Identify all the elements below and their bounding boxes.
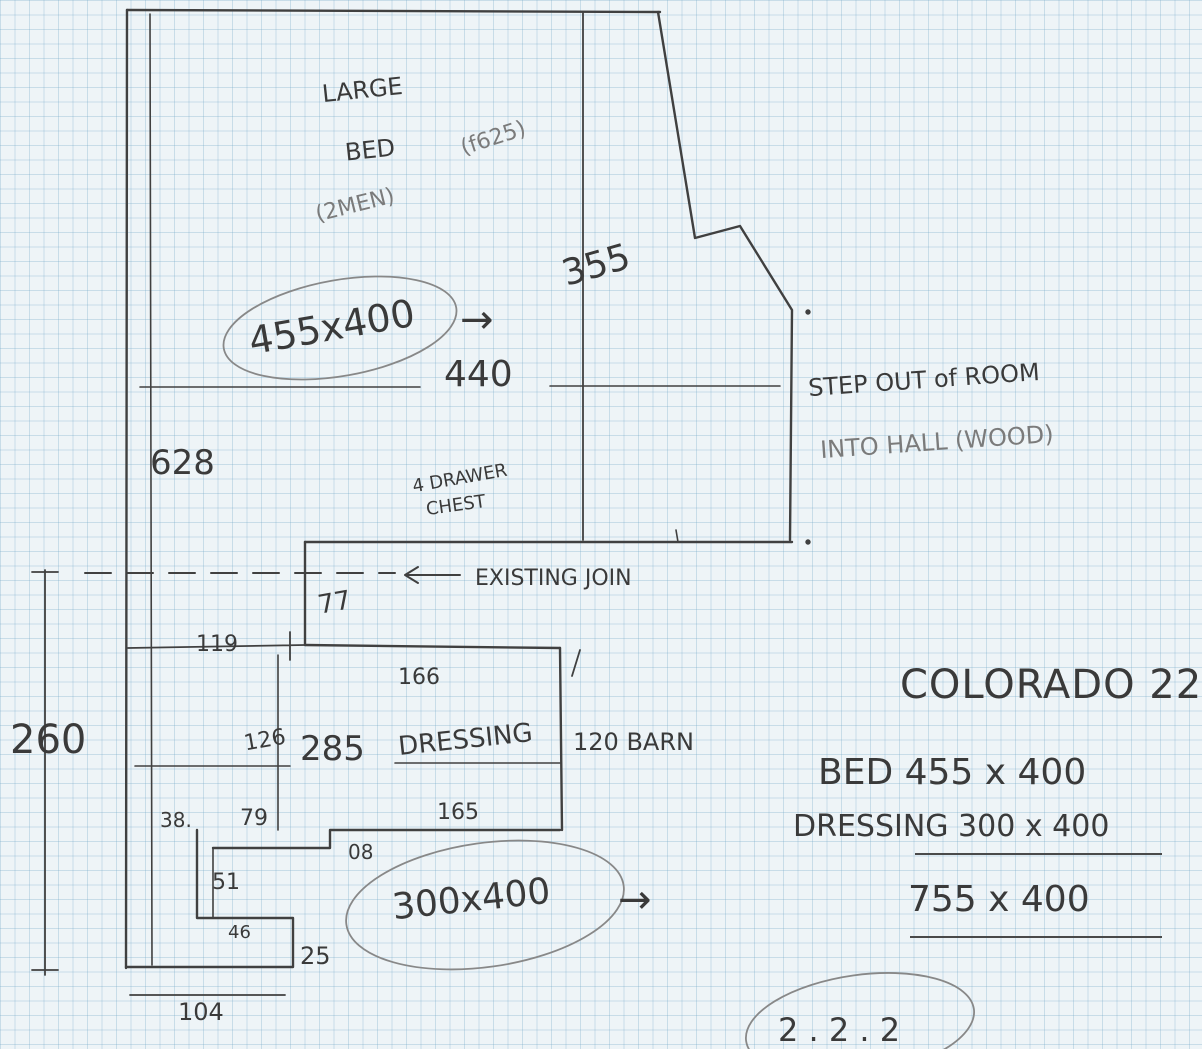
dim-119: 119 — [196, 632, 238, 657]
dressing-top-wall — [303, 643, 562, 650]
dim-120: 120 BARN — [573, 728, 694, 756]
summary-title: COLORADO 22 — [900, 662, 1202, 708]
dim-38: 38. — [160, 808, 192, 832]
corner-dot — [805, 539, 811, 545]
existing-join-dim: 77 — [315, 585, 354, 621]
drawer-chest-divider — [675, 529, 679, 543]
dim-285: 285 — [300, 729, 365, 769]
total-height-dim: 260 — [10, 717, 87, 763]
dressing-area-oval — [345, 839, 625, 971]
dressing-step-wall — [211, 828, 562, 850]
dressing-right-wall — [558, 646, 564, 832]
dressing-inner-step — [124, 828, 295, 969]
dim-79: 79 — [240, 806, 268, 831]
bedroom-label-line2: BED — [343, 133, 397, 167]
bedroom-area-arrow: → — [460, 297, 494, 343]
partial-oval — [745, 972, 975, 1049]
dim-165: 165 — [437, 800, 479, 825]
dim-25: 25 — [300, 942, 331, 970]
bedroom-side-dim: 628 — [150, 443, 215, 483]
summary-rule-bottom — [910, 936, 1162, 938]
bedroom-horizontal-divider — [139, 385, 781, 388]
bottom-width-dim: 104 — [178, 998, 224, 1026]
dim-166: 166 — [398, 665, 440, 690]
summary-total: 755 x 400 — [908, 879, 1090, 920]
dressing-tick — [571, 649, 581, 677]
bedroom-left-wall — [124, 8, 129, 970]
corner-dot — [805, 309, 811, 315]
summary-partial: 2 . 2 . 2 — [778, 1011, 901, 1049]
dim-119-line — [127, 631, 306, 661]
bedroom-top-wall — [125, 8, 662, 14]
summary-line2: DRESSING 300 x 400 — [793, 809, 1110, 844]
dressing-area-arrow: → — [618, 877, 652, 923]
bedroom-inner-left-line — [149, 13, 153, 966]
floor-plan-sketch — [31, 8, 975, 1049]
bedroom-width-dim: 440 — [444, 354, 513, 395]
summary-rule — [915, 853, 1162, 855]
bedroom-area-oval — [222, 275, 458, 381]
existing-join-arrow — [404, 566, 461, 584]
dim-46: 46 — [228, 922, 251, 943]
dim-260-line — [31, 569, 59, 976]
bedroom-angled-wall — [656, 10, 794, 542]
summary-line1: BED 455 x 400 — [818, 752, 1087, 793]
existing-join-label: EXISTING JOIN — [475, 566, 632, 591]
dim-51: 51 — [212, 870, 240, 895]
dim-08: 08 — [348, 840, 374, 864]
